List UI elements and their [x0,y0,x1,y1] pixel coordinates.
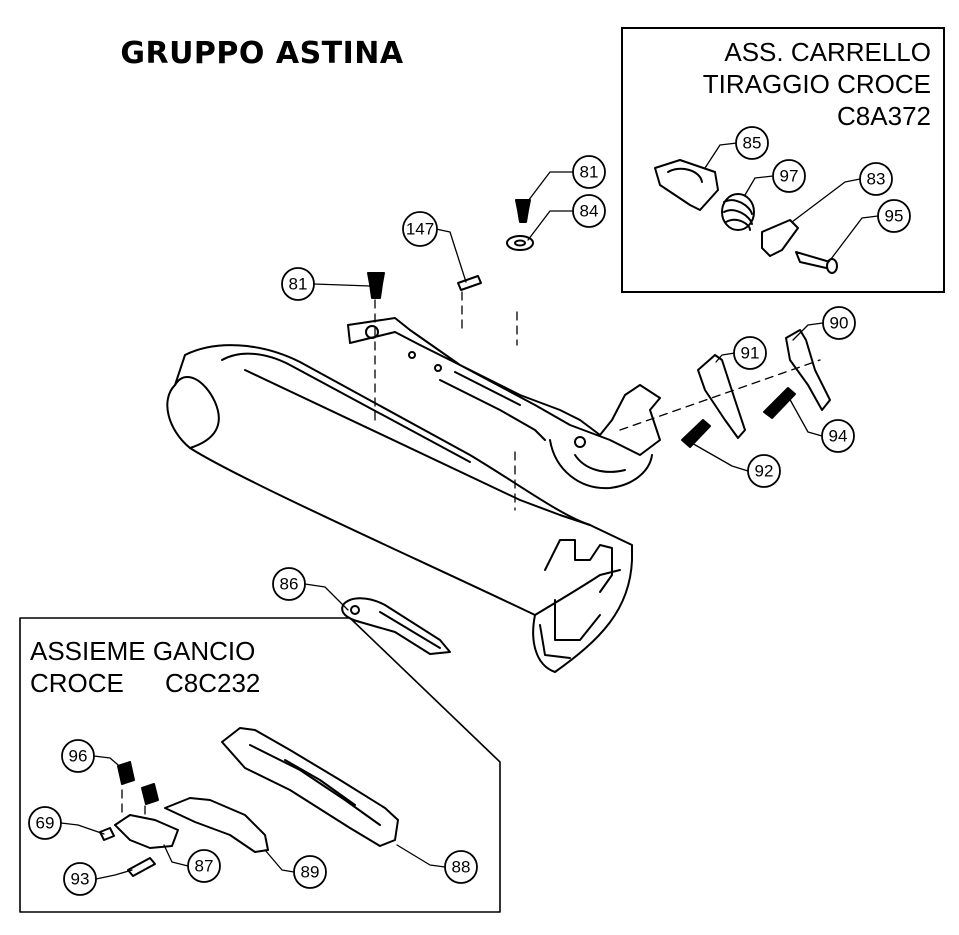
kit-carrello-line2: TIRAGGIO CROCE [702,69,931,99]
callout-number: 84 [580,202,599,221]
callout-87: 87 [187,849,221,883]
callout-labels: 81 84 147 81 85 97 83 95 90 91 94 92 86 … [28,126,911,896]
callout-84: 84 [572,194,606,228]
callout-81-upper: 81 [572,155,606,189]
kit-gancio-line2: CROCE [30,668,124,698]
callout-93: 93 [63,862,97,896]
callout-number: 81 [580,163,599,182]
callout-86: 86 [272,567,306,601]
page-title: GRUPPO ASTINA [120,35,404,71]
callout-81-lower: 81 [281,267,315,301]
part-89 [164,797,269,853]
part-69 [99,827,115,841]
callout-number: 147 [406,220,434,239]
callout-number: 91 [741,344,760,363]
kit-gancio-frame [19,617,501,913]
kit-gancio-line1: ASSIEME GANCIO [30,636,256,666]
callout-number: 81 [289,275,308,294]
callout-85: 85 [735,126,769,160]
part-86 [341,597,451,655]
part-84 [506,235,534,251]
part-87 [114,814,179,849]
callout-69: 69 [28,806,62,840]
callout-number: 69 [36,814,55,833]
callout-number: 86 [280,575,299,594]
part-96 [117,761,135,785]
callout-number: 87 [195,857,214,876]
callout-91: 91 [733,336,767,370]
callout-92: 92 [747,454,781,488]
part-88 [221,727,399,847]
callout-89: 89 [293,855,327,889]
callout-number: 95 [885,207,904,226]
part-92 [681,419,711,448]
callout-number: 93 [71,870,90,889]
part-91 [697,354,746,439]
part-94 [763,387,796,419]
part-85 [654,159,719,211]
callout-90: 90 [822,306,856,340]
kit-carrello-line1: ASS. CARRELLO [724,37,931,67]
callout-number: 90 [830,314,849,333]
forend-body [166,344,633,673]
callout-83: 83 [859,162,893,196]
forend-iron [347,317,661,456]
kit-carrello-box: ASS. CARRELLO TIRAGGIO CROCE C8A372 [621,27,945,293]
callout-number: 92 [755,462,774,481]
part-93 [127,857,156,877]
callout-number: 89 [301,863,320,882]
callout-number: 96 [69,747,88,766]
kit-carrello-code: C8A372 [837,101,931,131]
callout-94: 94 [821,419,855,453]
part-83 [761,219,799,257]
callout-number: 85 [743,134,762,153]
kit-gancio-code: C8C232 [165,668,261,698]
callout-number: 94 [829,427,848,446]
callout-147: 147 [402,211,438,247]
callout-88: 88 [444,850,478,884]
title-box: GRUPPO ASTINA [100,26,424,80]
part-81-upper [515,199,531,223]
callout-number: 97 [780,167,799,186]
callout-number: 83 [867,170,886,189]
callout-96: 96 [61,739,95,773]
callout-97: 97 [772,159,806,193]
part-81-lower [367,272,385,299]
callout-number: 88 [452,858,471,877]
part-147 [457,275,482,291]
callout-95: 95 [877,199,911,233]
